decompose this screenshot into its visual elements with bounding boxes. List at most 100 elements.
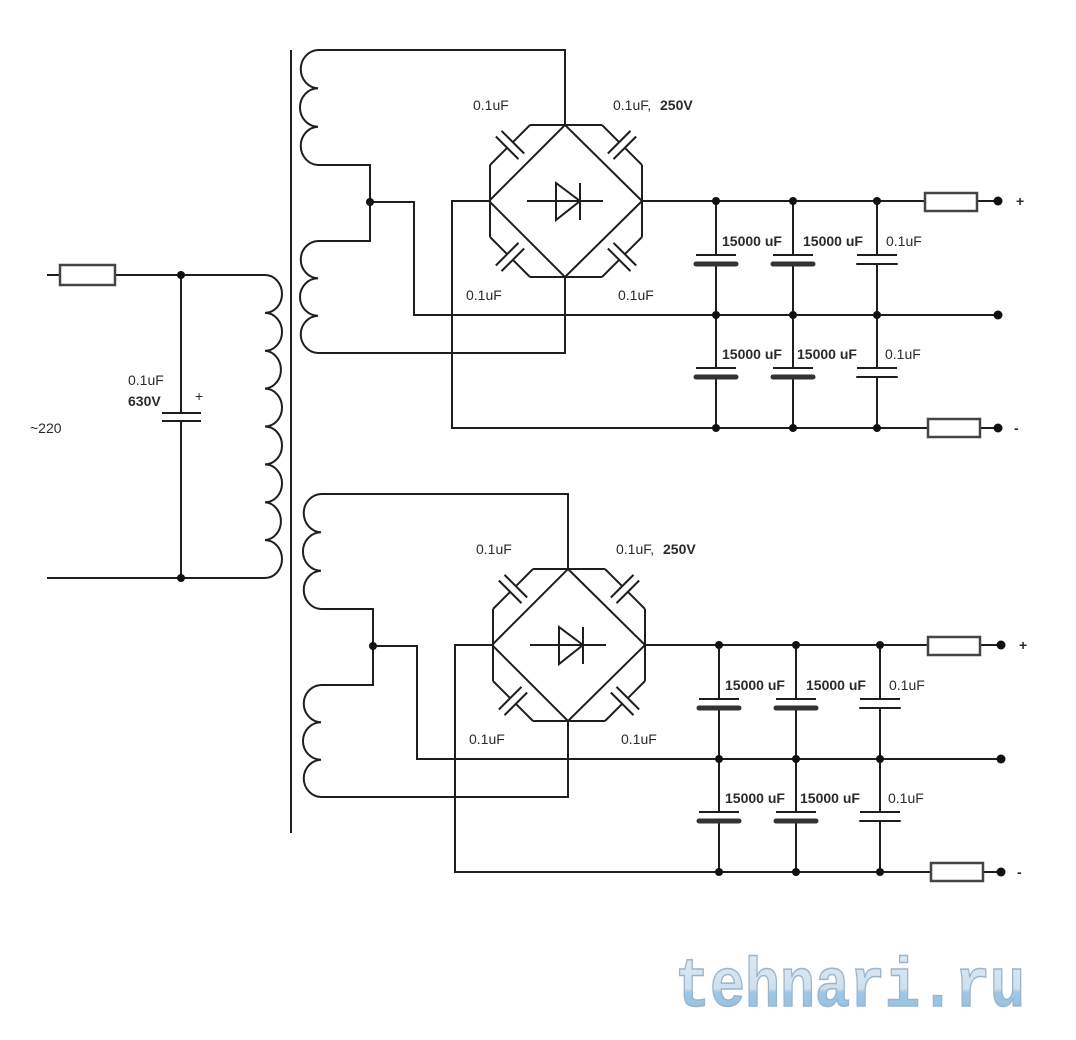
junction-dot: [715, 868, 723, 876]
bridge-bypass-capacitor: [498, 686, 528, 716]
junction-dot: [177, 271, 185, 279]
junction-dot: [792, 755, 800, 763]
junction-dot: [873, 197, 881, 205]
bridge-outline-wire: [492, 568, 646, 722]
secondary-block-2: + - 0.1uF 0.1uF, 250V 0.1uF 0.1uF 15000 uF 15000…: [302, 493, 1027, 883]
bridge-outline-wire: [492, 568, 534, 610]
bridge-bypass-capacitor: [495, 130, 525, 160]
primary-winding: [264, 274, 283, 579]
junction-dot: [712, 197, 720, 205]
output-negative-label: -: [1014, 420, 1019, 436]
junction-dot: [876, 755, 884, 763]
junction-dot: [789, 311, 797, 319]
junction-dot: [792, 868, 800, 876]
primary-cap-voltage: 630V: [128, 393, 161, 409]
bridge-outline-wire: [489, 124, 643, 278]
filter-cap-lower-label: 0.1uF: [885, 346, 921, 362]
watermark-logo: tehnari.ru: [675, 949, 1025, 1028]
bridge-cap-top-right-voltage: 250V: [660, 97, 693, 113]
output-terminal: [996, 754, 1006, 764]
junction-dot: [873, 424, 881, 432]
junction-dot: [876, 868, 884, 876]
primary-cap-value: 0.1uF: [128, 372, 164, 388]
bridge-cap-top-right-value: 0.1uF,: [613, 97, 651, 113]
junction-dot: [789, 197, 797, 205]
secondary-blocks: + - 0.1uF 0.1uF, 250V 0.1uF 0.1uF 15000 uF 15000…: [299, 49, 1027, 883]
output-positive-label: +: [1019, 637, 1027, 653]
primary-capacitor: [162, 412, 201, 422]
ground-rail: [373, 645, 1001, 760]
output-terminal: [993, 310, 1003, 320]
output-terminal: [993, 423, 1003, 433]
filter-cap-lower-label: 15000 uF: [725, 790, 785, 806]
primary-circuit: 0.1uF 630V + ~220: [30, 263, 283, 582]
bridge-outline-wire: [489, 236, 531, 278]
diode-icon: [558, 625, 585, 667]
bridge-cap-bottom-left-label: 0.1uF: [466, 287, 502, 303]
secondary-winding-upper: [299, 49, 319, 166]
junction-dot: [876, 641, 884, 649]
junction-dot: [715, 641, 723, 649]
secondary-winding-lower: [302, 684, 322, 798]
bridge-bypass-capacitor: [610, 686, 640, 716]
junction-dot: [789, 424, 797, 432]
negative-output-fuse: [926, 417, 982, 439]
bridge-outline-wire: [601, 124, 643, 166]
bridge-outline-wire: [604, 680, 646, 722]
bridge-cap-top-right-voltage: 250V: [663, 541, 696, 557]
filter-cap-upper-label: 0.1uF: [886, 233, 922, 249]
center-tap-dot: [366, 198, 374, 206]
bridge-bypass-capacitor: [610, 574, 640, 604]
output-terminal: [993, 196, 1003, 206]
junction-dot: [873, 311, 881, 319]
junction-dot: [792, 641, 800, 649]
filter-cap-upper-label: 15000 uF: [803, 233, 863, 249]
filter-cap-upper-label: 0.1uF: [889, 677, 925, 693]
filter-cap-upper-label: 15000 uF: [722, 233, 782, 249]
bridge-cap-bottom-right-label: 0.1uF: [621, 731, 657, 747]
junction-dot: [712, 424, 720, 432]
output-terminal: [996, 867, 1006, 877]
bridge-outline-wire: [489, 124, 531, 166]
primary-cap-polarity: +: [195, 388, 203, 404]
filter-cap-lower-label: 15000 uF: [722, 346, 782, 362]
positive-output-fuse: [923, 191, 979, 213]
bridge-cap-top-left-label: 0.1uF: [476, 541, 512, 557]
filter-cap-lower-label: 0.1uF: [888, 790, 924, 806]
positive-output-fuse: [926, 635, 982, 657]
bridge-bypass-capacitor: [498, 574, 528, 604]
bridge-outline-wire: [604, 568, 646, 610]
secondary-block-1: + - 0.1uF 0.1uF, 250V 0.1uF 0.1uF 15000 uF 15000…: [299, 49, 1024, 439]
secondary-winding-lower: [299, 240, 319, 354]
output-terminal: [996, 640, 1006, 650]
filter-cap-lower-label: 15000 uF: [800, 790, 860, 806]
bridge-bypass-capacitor: [607, 130, 637, 160]
bridge-cap-top-right-value: 0.1uF,: [616, 541, 654, 557]
diode-icon: [555, 181, 582, 223]
bridge-outline-wire: [601, 236, 643, 278]
center-tap-dot: [369, 642, 377, 650]
input-fuse: [58, 263, 117, 287]
negative-rail: [451, 200, 998, 429]
bridge-bypass-capacitor: [607, 242, 637, 272]
junction-dot: [177, 574, 185, 582]
bridge-cap-bottom-right-label: 0.1uF: [618, 287, 654, 303]
bridge-cap-top-left-label: 0.1uF: [473, 97, 509, 113]
negative-rail: [454, 644, 1001, 873]
secondary-winding-upper: [302, 493, 322, 610]
filter-cap-lower-label: 15000 uF: [797, 346, 857, 362]
bridge-bypass-capacitor: [495, 242, 525, 272]
junction-dot: [715, 755, 723, 763]
input-voltage-label: ~220: [30, 420, 62, 436]
negative-output-fuse: [929, 861, 985, 883]
filter-cap-upper-label: 15000 uF: [806, 677, 866, 693]
bridge-outline-wire: [492, 680, 534, 722]
junction-dot: [712, 311, 720, 319]
output-positive-label: +: [1016, 193, 1024, 209]
output-negative-label: -: [1017, 864, 1022, 880]
filter-cap-upper-label: 15000 uF: [725, 677, 785, 693]
bridge-cap-bottom-left-label: 0.1uF: [469, 731, 505, 747]
ground-rail: [370, 201, 998, 316]
